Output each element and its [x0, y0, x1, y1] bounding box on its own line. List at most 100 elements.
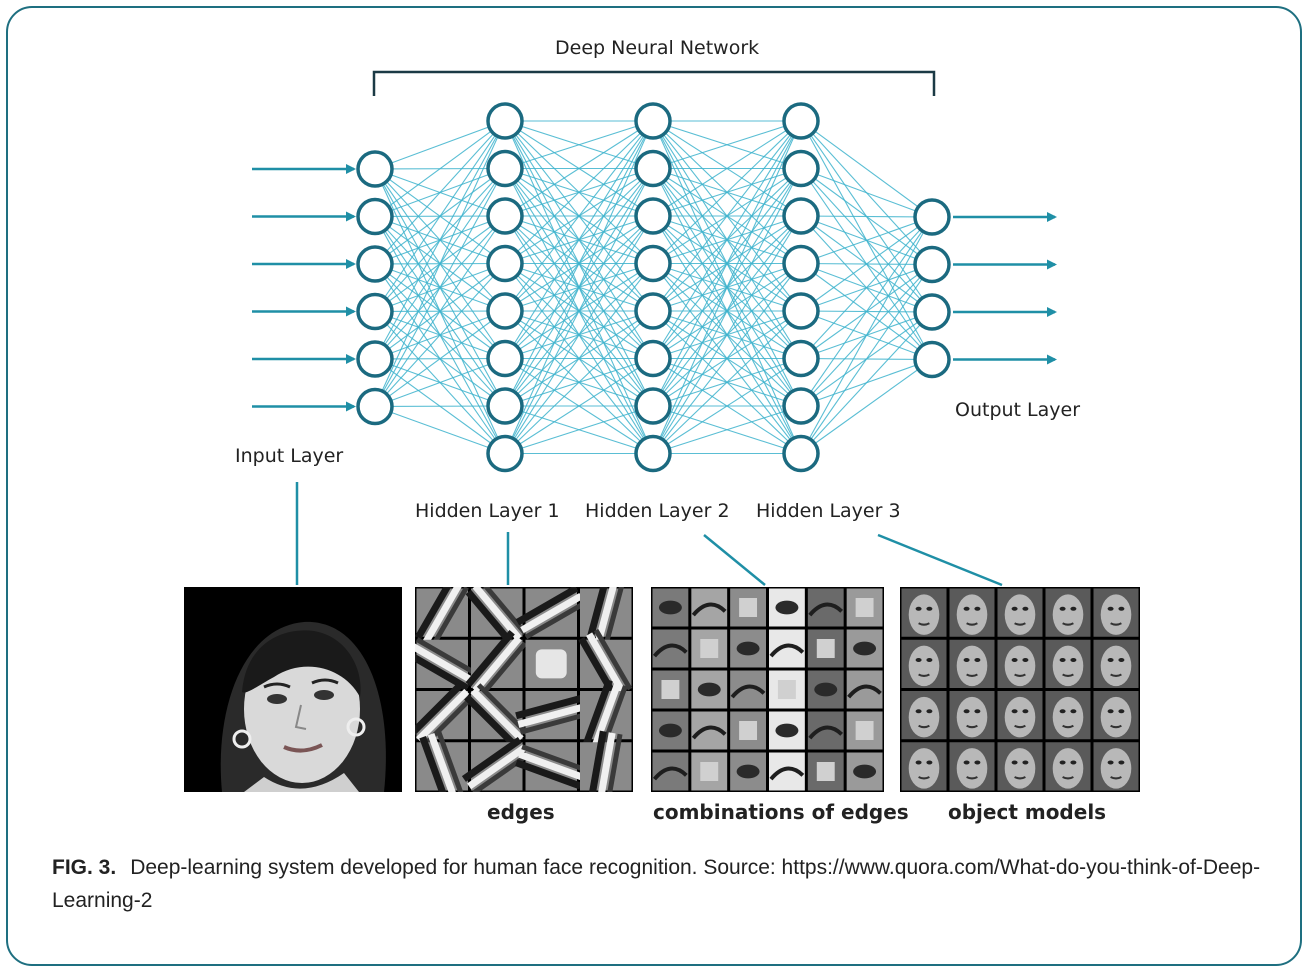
feature-tile [416, 730, 468, 792]
feature-tile [769, 588, 805, 627]
feature-tile [901, 742, 947, 791]
edges-feature-panel [415, 587, 633, 792]
feature-tile [652, 588, 689, 627]
feature-tile [997, 639, 1043, 688]
neuron-node [486, 339, 524, 378]
connection-line [504, 405, 654, 455]
neuron-node [782, 197, 820, 235]
connection-line [800, 216, 933, 312]
feature-tile [652, 752, 689, 791]
connection-line [652, 168, 802, 454]
feature-tile [652, 711, 689, 750]
connection-line [504, 120, 654, 454]
layer-connector-line [877, 533, 1003, 587]
neuron-node [356, 340, 394, 378]
feature-tile [769, 670, 805, 709]
neuron-node [782, 149, 820, 188]
connection-line [652, 263, 802, 454]
connection-line [800, 311, 933, 454]
feature-tile [901, 691, 947, 740]
neuron-node [486, 387, 524, 425]
connection-line [652, 120, 802, 264]
feature-tile [846, 588, 883, 627]
connection-line [800, 120, 933, 218]
connection-line [504, 120, 654, 312]
edges-label: edges [487, 800, 555, 824]
feature-tile [515, 691, 588, 740]
neuron-node [486, 102, 524, 140]
feature-tile [415, 637, 478, 692]
feature-tile [730, 752, 766, 791]
connection-line [652, 358, 802, 454]
connection-line [374, 120, 506, 265]
feature-tile [525, 639, 577, 688]
neuron-node [634, 339, 672, 378]
feature-tile [846, 711, 883, 750]
connection-line [652, 120, 802, 217]
feature-tile [580, 678, 632, 751]
feature-tile [997, 742, 1043, 791]
neuron-node [634, 434, 672, 473]
feature-tile [901, 639, 947, 688]
connection-line [374, 120, 506, 170]
neuron-node [782, 339, 820, 378]
neuron-node [486, 244, 524, 283]
feature-tile [807, 629, 844, 668]
connection-line [374, 120, 506, 407]
feature-tile [807, 711, 844, 750]
feature-tile [997, 691, 1043, 740]
connection-line [800, 216, 933, 265]
object-models-label: object models [948, 800, 1107, 824]
feature-tile [730, 588, 766, 627]
feature-tile [949, 691, 995, 740]
layer-connector-line [703, 534, 766, 586]
neuron-node [913, 293, 951, 331]
connection-line [652, 120, 802, 359]
neuron-node [913, 340, 951, 379]
neuron-node [356, 387, 394, 426]
input-face-photo [184, 587, 402, 792]
connection-line [652, 120, 802, 312]
connection-line [800, 216, 933, 359]
feature-tile [464, 683, 529, 748]
connection-line [800, 359, 933, 454]
feature-tile [997, 588, 1043, 637]
connection-line [504, 120, 654, 170]
connection-line [374, 120, 506, 360]
connection-line [504, 263, 654, 454]
neuron-node [782, 387, 820, 425]
connection-line [504, 168, 654, 454]
neuron-node [356, 245, 394, 283]
connection-line [504, 120, 654, 264]
connection-line [374, 215, 506, 407]
connection-line [504, 120, 654, 359]
feature-tile [1093, 742, 1139, 791]
connection-line [374, 357, 506, 408]
connection-line [374, 263, 506, 407]
hidden-layer-2-label: Hidden Layer 2 [585, 500, 730, 522]
feature-tile [807, 588, 844, 627]
neuron-node [634, 292, 672, 330]
neuron-node [486, 434, 524, 473]
neuron-node [913, 198, 951, 236]
feature-tile [1093, 691, 1139, 740]
neuron-node [486, 197, 524, 235]
feature-tile [949, 742, 995, 791]
connection-line [652, 120, 802, 407]
feature-tile [949, 639, 995, 688]
hidden-layer-3-label: Hidden Layer 3 [756, 500, 901, 522]
neuron-node [782, 102, 820, 140]
neuron-node [356, 150, 394, 188]
feature-tile [769, 629, 805, 668]
connection-line [374, 405, 506, 408]
feature-tile [846, 752, 883, 791]
feature-tile [691, 752, 728, 791]
connection-line [374, 168, 506, 407]
combinations-feature-panel [651, 587, 884, 792]
feature-tile [949, 588, 995, 637]
connection-line [800, 215, 933, 218]
connection-line [374, 120, 506, 312]
feature-tile [730, 670, 766, 709]
feature-tile [769, 752, 805, 791]
connection-line [504, 120, 654, 407]
